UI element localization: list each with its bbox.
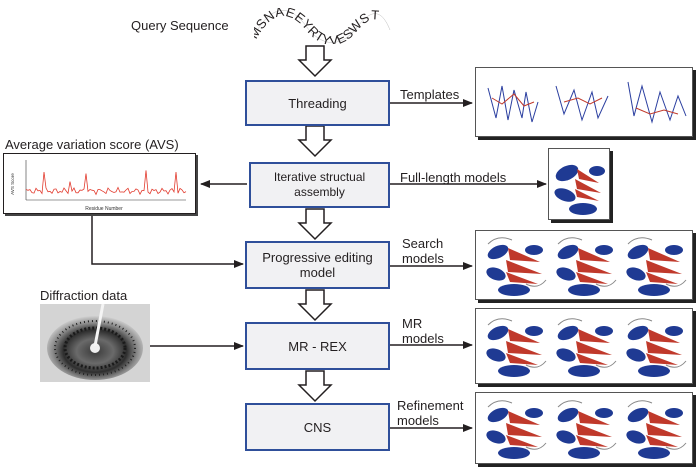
sequence-wave [254, 10, 391, 43]
editing-step: Progressive editing model [245, 241, 390, 289]
query-sequence-label: Query Sequence [131, 18, 229, 33]
threading-label: Threading [288, 95, 347, 111]
down-arrow-1 [297, 45, 333, 78]
full-length-label: Full-length models [400, 170, 507, 185]
down-arrow-2 [297, 125, 333, 158]
mr-models-image [475, 308, 693, 384]
assembly-label-line1: Iterative structual [273, 170, 366, 184]
refine-label-line2: models [397, 413, 439, 428]
refinement-models-image [475, 392, 693, 464]
protein-model [556, 400, 617, 459]
assembly-step: Iterative structual assembly [249, 162, 390, 208]
protein-model [626, 400, 687, 459]
search-label-line1: Search [402, 236, 444, 251]
search-label-line2: models [402, 251, 444, 266]
protein-model [626, 237, 687, 296]
cns-label: CNS [303, 419, 332, 435]
diffraction-label: Diffraction data [40, 288, 128, 303]
query-sequence: MSNAEEYRTYVESWST [246, 4, 394, 49]
mrrex-step: MR - REX [245, 322, 390, 370]
svg-text:MSNAEEYRTYVESWST: MSNAEEYRTYVESWST [254, 8, 380, 44]
threading-step: Threading [245, 80, 390, 126]
search-models-image [475, 230, 693, 300]
templates-image [475, 67, 693, 137]
sequence-text: MSNAEEYRTYVESWST [246, 4, 380, 49]
protein-model [486, 400, 547, 459]
avs-x-axis-label: Residue Number [85, 206, 123, 212]
editing-label-line2: model [299, 265, 336, 280]
avs-title: Average variation score (AVS) [5, 137, 179, 152]
mrrex-label: MR - REX [288, 338, 347, 354]
down-arrow-5 [297, 370, 333, 403]
refine-label-line1: Refinement [397, 398, 464, 413]
cns-step: CNS [245, 403, 390, 451]
protein-model [556, 318, 617, 377]
protein-model [486, 237, 547, 296]
avs-y-axis-label: AVS Score [10, 173, 15, 195]
down-arrow-3 [297, 208, 333, 241]
avs-series-line [25, 170, 187, 196]
avs-plot: AVS Score Residue Number [3, 153, 196, 214]
avs-chart: AVS Score Residue Number [10, 160, 187, 212]
templates-label: Templates [400, 87, 460, 102]
arrow-avs-to-editing [91, 214, 244, 268]
diffraction-image [40, 304, 150, 382]
protein-model [556, 237, 617, 296]
assembly-label-line2: assembly [294, 185, 345, 199]
mr-label-line1: MR [402, 316, 423, 331]
mr-label-line2: models [402, 331, 444, 346]
protein-model [626, 318, 687, 377]
editing-label-line1: Progressive editing [262, 250, 373, 265]
protein-model [486, 318, 547, 377]
down-arrow-4 [297, 289, 333, 322]
full-length-model-image [548, 148, 610, 220]
